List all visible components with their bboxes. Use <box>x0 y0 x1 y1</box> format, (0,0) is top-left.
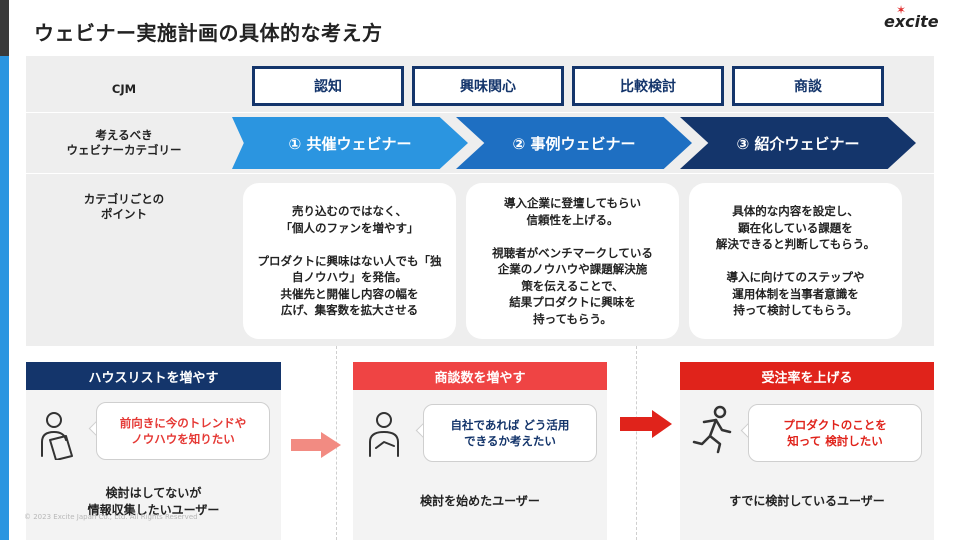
person-thinking-icon <box>369 412 399 457</box>
goal-header-label: 受注率を上げる <box>761 370 853 386</box>
row-divider <box>26 112 934 113</box>
person-running-icon <box>692 405 732 454</box>
point-text: 具体的な内容を設定し、 顕在化している課題を 解決できると判断してもらう。 導入… <box>715 204 876 318</box>
goal-header-win-rate: 受注率を上げる <box>680 362 934 390</box>
bubble-text: 自社であれば どう活用 できるか考えたい <box>450 418 570 448</box>
point-card-case-study: 導入企業に登壇してもらい 信頼性を上げる。 視聴者がベンチマークしている 企業の… <box>466 183 679 339</box>
cjm-stage-comparison: 比較検討 <box>572 66 724 106</box>
speech-bubble-win-rate: プロダクトのことを 知って 検討したい <box>748 404 922 462</box>
speech-bubble-negotiations: 自社であれば どう活用 できるか考えたい <box>423 404 597 462</box>
category-label: ② 事例ウェビナー <box>512 134 636 153</box>
goal-header-label: ハウスリストを増やす <box>88 370 219 386</box>
arrow-right-light-icon <box>291 432 341 458</box>
bubble-text: 前向きに今のトレンドや ノウハウを知りたい <box>119 416 247 446</box>
cjm-stage-negotiation: 商談 <box>732 66 884 106</box>
category-chevron-introduction: ③ 紹介ウェビナー <box>680 117 916 169</box>
accent-bar-blue <box>0 56 9 540</box>
category-chevron-case-study: ② 事例ウェビナー <box>456 117 692 169</box>
arrow-right-strong-icon <box>620 410 672 438</box>
logo-text: excite <box>884 12 939 31</box>
point-text: 導入企業に登壇してもらい 信頼性を上げる。 視聴者がベンチマークしている 企業の… <box>492 196 653 326</box>
audience-label: すでに検討しているユーザー <box>729 494 885 508</box>
cjm-row-label: CJM <box>111 82 137 96</box>
person-reading-icon <box>41 412 73 460</box>
page-title: ウェビナー実施計画の具体的な考え方 <box>34 21 383 45</box>
excite-logo: ✶ excite <box>884 3 939 31</box>
copyright-notice: © 2023 Excite Japan Co., Ltd. All Rights… <box>24 513 198 521</box>
goal-header-house-list: ハウスリストを増やす <box>26 362 281 390</box>
logo-star-icon: ✶ <box>896 3 907 17</box>
point-card-introduction: 具体的な内容を設定し、 顕在化している課題を 解決できると判断してもらう。 導入… <box>689 183 902 339</box>
point-card-cohost: 売り込むのではなく、 「個人のファンを増やす」 プロダクトに興味はない人でも「独… <box>243 183 456 339</box>
category-label: ③ 紹介ウェビナー <box>736 134 860 153</box>
category-row-label: 考えるべき ウェビナーカテゴリー <box>66 128 182 157</box>
goal-header-label: 商談数を増やす <box>434 370 526 386</box>
category-chevron-cohost: ① 共催ウェビナー <box>232 117 468 169</box>
cjm-stage-awareness: 認知 <box>252 66 404 106</box>
row-divider <box>26 173 934 174</box>
audience-label: 検討はしてないが 情報収集したいユーザー <box>87 486 220 517</box>
category-label: ① 共催ウェビナー <box>288 134 412 153</box>
accent-bar-dark <box>0 0 9 56</box>
point-text: 売り込むのではなく、 「個人のファンを増やす」 プロダクトに興味はない人でも「独… <box>257 204 442 318</box>
goal-header-negotiations: 商談数を増やす <box>353 362 607 390</box>
bubble-text: プロダクトのことを 知って 検討したい <box>783 418 887 448</box>
points-row-label: カテゴリごとの ポイント <box>83 192 165 221</box>
column-separator <box>636 346 637 540</box>
audience-label: 検討を始めたユーザー <box>420 494 540 508</box>
speech-bubble-house-list: 前向きに今のトレンドや ノウハウを知りたい <box>96 402 270 460</box>
cjm-stage-interest: 興味関心 <box>412 66 564 106</box>
